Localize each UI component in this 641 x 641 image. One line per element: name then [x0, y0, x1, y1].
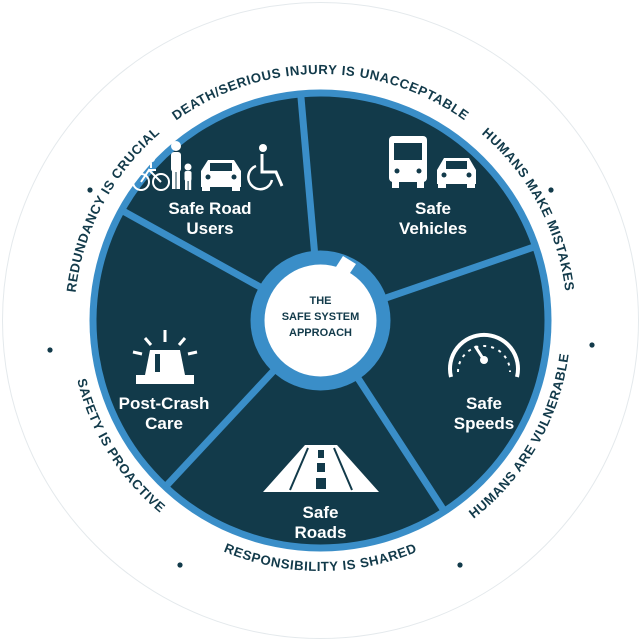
segment-divider: [297, 94, 319, 262]
ring-dot: [87, 187, 93, 193]
center-hub: [264, 264, 377, 377]
segment-label-safe-vehicles-2: Vehicles: [399, 219, 467, 238]
ring-dot: [177, 562, 183, 568]
dividers-group: [120, 94, 537, 513]
bus-icon: [389, 136, 427, 188]
speedometer-icon: [448, 332, 520, 378]
ring-dot: [589, 342, 595, 348]
ring-dot: [47, 347, 53, 353]
center-line-1: THE: [310, 295, 332, 307]
pedestrians-icon: [171, 141, 192, 190]
segment-label-safe-roads-2: Roads: [295, 523, 347, 542]
segment-label-post-crash-care-1: Post-Crash: [119, 394, 210, 413]
ring-dot: [548, 187, 554, 193]
segment-safe-roads: [96, 211, 321, 485]
wheelchair-icon: [247, 144, 284, 191]
segment-label-safe-vehicles-1: Safe: [415, 199, 451, 218]
bicycle-icon: [132, 156, 170, 191]
segment-label-safe-speeds-2: Speeds: [454, 414, 514, 433]
car-icon: [201, 160, 241, 191]
segment-label-post-crash-care-2: Care: [145, 414, 183, 433]
segment-divider: [350, 368, 448, 513]
ring-dot: [457, 562, 463, 568]
segment-divider: [120, 207, 270, 295]
center-line-2: SAFE SYSTEM: [282, 311, 360, 323]
car-icon: [437, 158, 476, 188]
road-icon: [263, 445, 379, 492]
hub-notch: [334, 256, 356, 279]
segment-label-safe-road-users-1: Safe Road: [168, 199, 251, 218]
segment-label-safe-road-users-2: Users: [186, 219, 233, 238]
segment-label-safe-speeds-1: Safe: [466, 394, 502, 413]
segment-divider: [163, 361, 283, 489]
segment-divider: [376, 243, 537, 305]
siren-light-icon: [132, 330, 198, 384]
segment-label-safe-roads-1: Safe: [303, 503, 339, 522]
center-line-3: APPROACH: [289, 327, 352, 339]
